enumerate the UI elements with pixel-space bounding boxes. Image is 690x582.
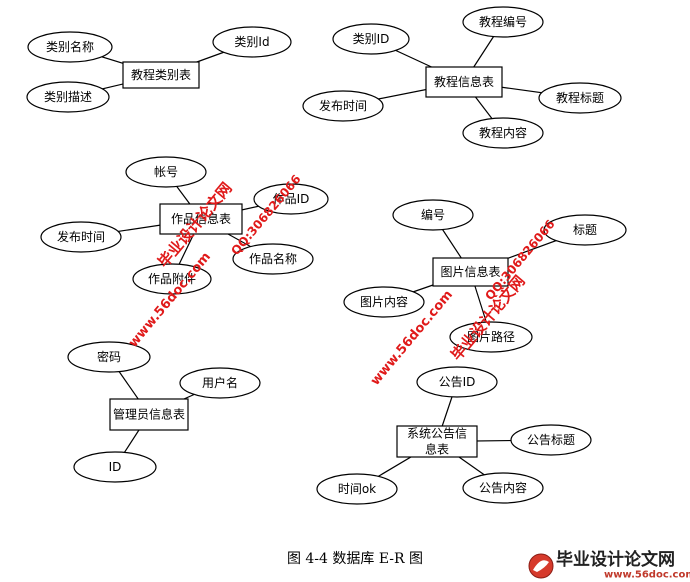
- attribute-course_category-2: 类别Id: [212, 26, 292, 58]
- attribute-work_info-3: 作品附件: [132, 263, 212, 295]
- attribute-course_info-2: 教程标题: [538, 82, 622, 114]
- entity-work_info: 作品信息表: [159, 203, 243, 235]
- entity-label: 系统公告信: [407, 427, 467, 441]
- attribute-course_category-0: 类别名称: [27, 31, 113, 63]
- attribute-label: 类别名称: [46, 39, 94, 54]
- attribute-image_info-1: 标题: [543, 214, 627, 246]
- attribute-work_info-2: 作品名称: [232, 243, 314, 275]
- attribute-notice_info-3: 时间ok: [316, 473, 398, 505]
- attribute-label: 类别Id: [234, 35, 269, 49]
- attribute-label: 作品ID: [273, 192, 310, 206]
- entity-label: 教程类别表: [131, 67, 191, 82]
- entity-label: 管理员信息表: [113, 407, 185, 422]
- attribute-label: 发布时间: [57, 229, 105, 244]
- diagram-nodes: 教程类别表类别名称类别描述类别Id教程信息表类别ID教程编号教程标题教程内容发布…: [26, 6, 627, 505]
- entity-label-line2: 息表: [425, 442, 449, 457]
- attribute-label: 作品附件: [148, 272, 196, 286]
- attribute-image_info-2: 图片内容: [343, 286, 425, 318]
- attribute-label: 密码: [97, 349, 121, 364]
- attribute-label: 图片内容: [360, 294, 408, 309]
- attribute-label: 标题: [573, 223, 597, 237]
- attribute-image_info-0: 编号: [392, 199, 474, 231]
- attribute-label: 编号: [421, 207, 445, 222]
- attribute-label: 发布时间: [319, 98, 367, 113]
- logo-icon: [528, 553, 554, 579]
- attribute-image_info-3: 图片路径: [449, 321, 533, 353]
- attribute-work_info-0: 帐号: [125, 156, 207, 188]
- attribute-label: 类别描述: [44, 90, 92, 104]
- attribute-label: 教程标题: [556, 90, 604, 105]
- attribute-label: 公告标题: [527, 433, 575, 447]
- attribute-label: 时间ok: [338, 482, 376, 496]
- attribute-label: ID: [109, 460, 122, 474]
- attribute-course_info-4: 发布时间: [302, 90, 384, 122]
- entity-image_info: 图片信息表: [432, 257, 509, 287]
- entity-label: 图片信息表: [440, 264, 500, 279]
- attribute-label: 用户名: [202, 375, 238, 390]
- figure-caption: 图 4-4 数据库 E-R 图: [287, 551, 423, 567]
- attribute-notice_info-2: 公告内容: [462, 472, 544, 504]
- attribute-admin_info-2: ID: [73, 451, 157, 483]
- entity-admin_info: 管理员信息表: [109, 398, 189, 431]
- attribute-label: 类别ID: [353, 32, 390, 46]
- logo-title: 毕业设计论文网: [556, 549, 675, 570]
- attribute-label: 教程编号: [479, 14, 527, 29]
- entity-course_info: 教程信息表: [425, 66, 503, 98]
- attribute-course_info-0: 类别ID: [332, 23, 410, 55]
- attribute-label: 图片路径: [467, 329, 515, 344]
- entity-label: 教程信息表: [434, 74, 494, 89]
- attribute-label: 公告内容: [479, 480, 527, 495]
- attribute-admin_info-1: 用户名: [179, 367, 261, 399]
- entity-label: 作品信息表: [171, 211, 231, 226]
- attribute-course_category-1: 类别描述: [26, 81, 110, 113]
- entity-course_category: 教程类别表: [122, 61, 200, 89]
- logo-url: www.56doc.com: [604, 570, 690, 581]
- attribute-work_info-4: 发布时间: [40, 221, 122, 253]
- attribute-admin_info-0: 密码: [67, 341, 151, 373]
- attribute-notice_info-0: 公告ID: [416, 366, 498, 398]
- attribute-work_info-1: 作品ID: [253, 183, 329, 215]
- site-logo: 毕业设计论文网 www.56doc.com: [528, 549, 690, 581]
- attribute-label: 帐号: [154, 164, 178, 179]
- attribute-course_info-1: 教程编号: [462, 6, 544, 38]
- attribute-notice_info-1: 公告标题: [510, 424, 592, 456]
- attribute-label: 教程内容: [479, 125, 527, 140]
- attribute-label: 公告ID: [439, 375, 476, 389]
- attribute-course_info-3: 教程内容: [462, 117, 544, 149]
- attribute-label: 作品名称: [249, 251, 297, 266]
